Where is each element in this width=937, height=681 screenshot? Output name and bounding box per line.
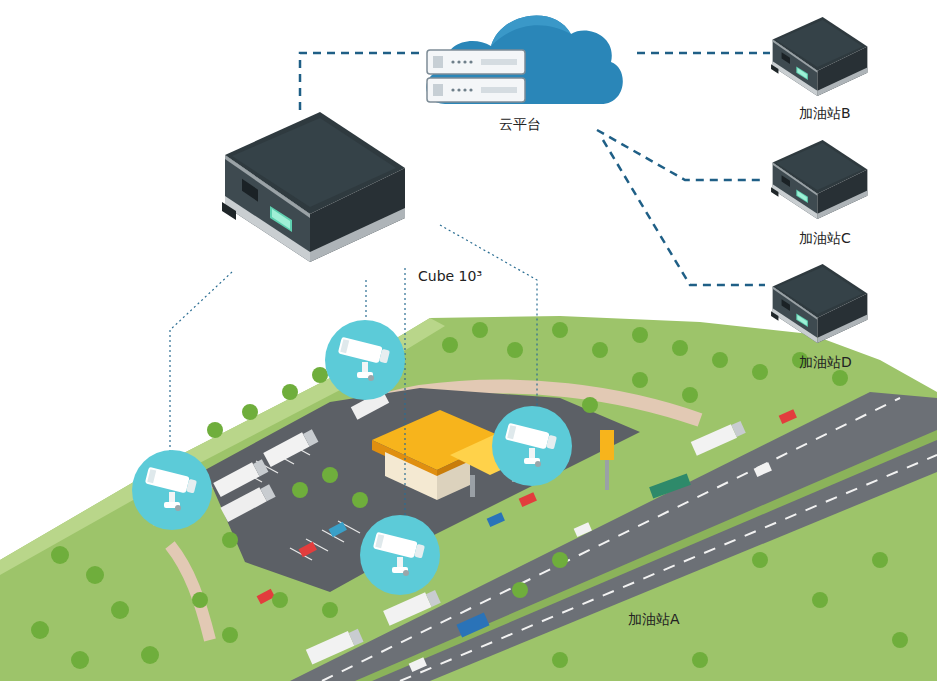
station-device: 加油站C xyxy=(770,138,880,250)
dashed-link xyxy=(597,130,765,180)
dashed-link xyxy=(603,140,765,285)
edge-device-shape xyxy=(220,110,410,270)
dashed-link-line xyxy=(300,53,420,110)
node-label: 加油站C xyxy=(799,230,851,247)
station-device-shape xyxy=(770,15,870,101)
edge-device: Cube 10³ xyxy=(220,110,495,290)
dashed-link-line xyxy=(603,140,765,285)
station-device: 加油站D xyxy=(770,262,880,374)
dashed-link-line xyxy=(597,130,765,180)
dashed-link xyxy=(637,53,770,54)
node-label: 加油站B xyxy=(799,105,851,122)
dashed-link xyxy=(300,53,420,110)
cloud-platform-shape xyxy=(415,0,625,110)
ground xyxy=(0,316,937,681)
site-label: 加油站A xyxy=(628,611,680,628)
vehicles xyxy=(213,390,797,672)
station-device: 加油站B xyxy=(770,15,880,127)
trees xyxy=(31,322,908,669)
leader-lines xyxy=(170,225,537,515)
station-device-shape xyxy=(770,262,870,348)
dashed-link-line xyxy=(637,52,770,55)
highway xyxy=(290,392,937,681)
station-device-shape xyxy=(770,138,870,224)
node-label: 加油站D xyxy=(799,354,852,371)
camera-icons xyxy=(132,320,572,595)
node-label: Cube 10³ xyxy=(418,268,482,285)
node-label: 云平台 xyxy=(499,116,541,133)
cloud-platform: 云平台 xyxy=(415,0,625,140)
